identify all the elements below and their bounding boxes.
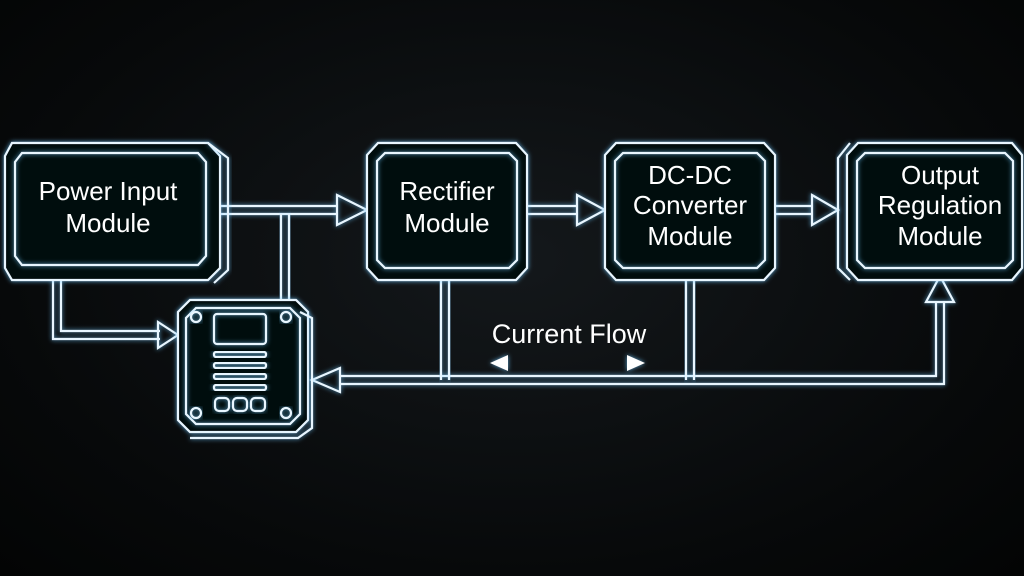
power-to-controller-line xyxy=(51,280,181,351)
connector-lines xyxy=(51,193,956,394)
rectifier-to-dcdc-line xyxy=(527,193,608,227)
module-label: Module xyxy=(404,208,489,238)
module-label: Module xyxy=(897,221,982,251)
feedback-bus xyxy=(309,273,956,394)
power-to-controller-branch xyxy=(279,214,291,300)
module-dc-dc-converter[interactable]: DC-DC Converter Module xyxy=(603,141,777,282)
module-label: Module xyxy=(647,221,732,251)
rectifier-tap xyxy=(439,280,451,380)
module-label: Regulation xyxy=(878,190,1002,220)
current-flow-label: Current Flow xyxy=(492,319,647,349)
module-rectifier[interactable]: Rectifier Module xyxy=(365,141,529,282)
power-to-rectifier-line xyxy=(218,193,370,227)
module-label: Module xyxy=(65,208,150,238)
module-power-input[interactable]: Power Input Module xyxy=(3,141,230,284)
module-label: Power Input xyxy=(39,176,179,206)
module-label: Output xyxy=(901,160,980,190)
module-output-regulation[interactable]: Output Regulation Module xyxy=(836,141,1024,282)
double-arrow-icon xyxy=(490,355,645,371)
module-label: Rectifier xyxy=(399,176,495,206)
dcdc-to-output-line xyxy=(775,193,841,227)
module-label: DC-DC xyxy=(648,160,732,190)
controller-device-icon xyxy=(176,298,314,440)
module-label: Converter xyxy=(633,190,747,220)
dcdc-tap xyxy=(684,280,696,380)
